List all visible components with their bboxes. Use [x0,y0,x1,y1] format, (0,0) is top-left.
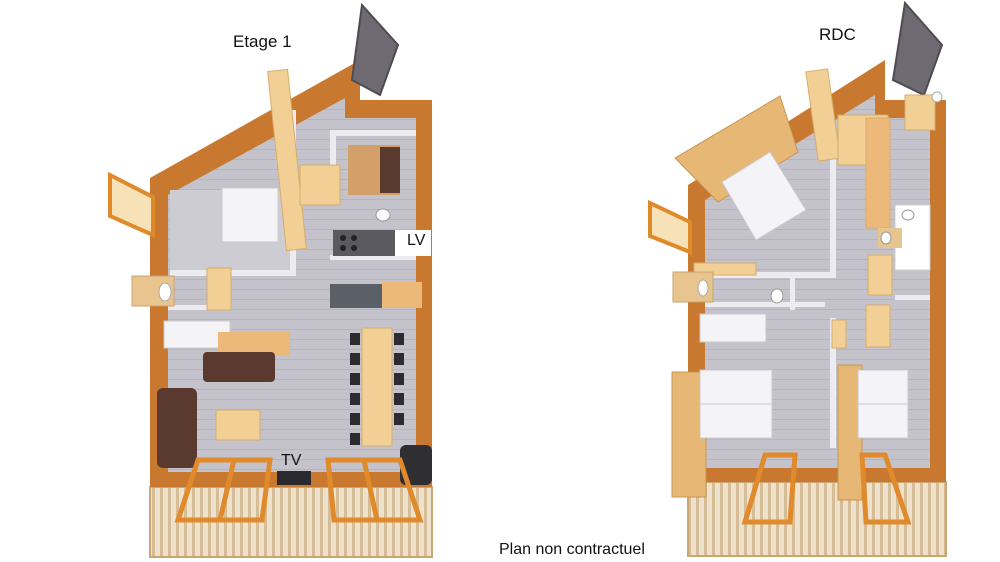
upper-floor-title: Etage 1 [233,32,292,51]
ground-double-bed [721,151,807,241]
upper-entrance-door [350,2,400,97]
laundry-label: LV [407,232,426,249]
upper-bay-frame-right [325,457,424,523]
ground-floor-plan [648,0,947,557]
upper-bay-frame-left [174,457,273,523]
ground-bay-frame-right [859,452,912,525]
ground-floor-title: RDC [819,25,856,44]
ground-bedroom-frame [674,95,799,203]
disclaimer-note: Plan non contractuel [499,541,645,558]
ground-window [648,199,692,255]
upper-dining-table [361,327,393,447]
ground-entrance-door [891,0,944,97]
upper-bed [221,187,279,243]
upper-floor-plan [108,2,433,558]
ground-bathtub [699,313,767,343]
ground-bay-frame-left [741,452,798,525]
tv-label: TV [281,452,302,469]
upper-sofa [157,388,197,468]
upper-window [108,171,155,239]
